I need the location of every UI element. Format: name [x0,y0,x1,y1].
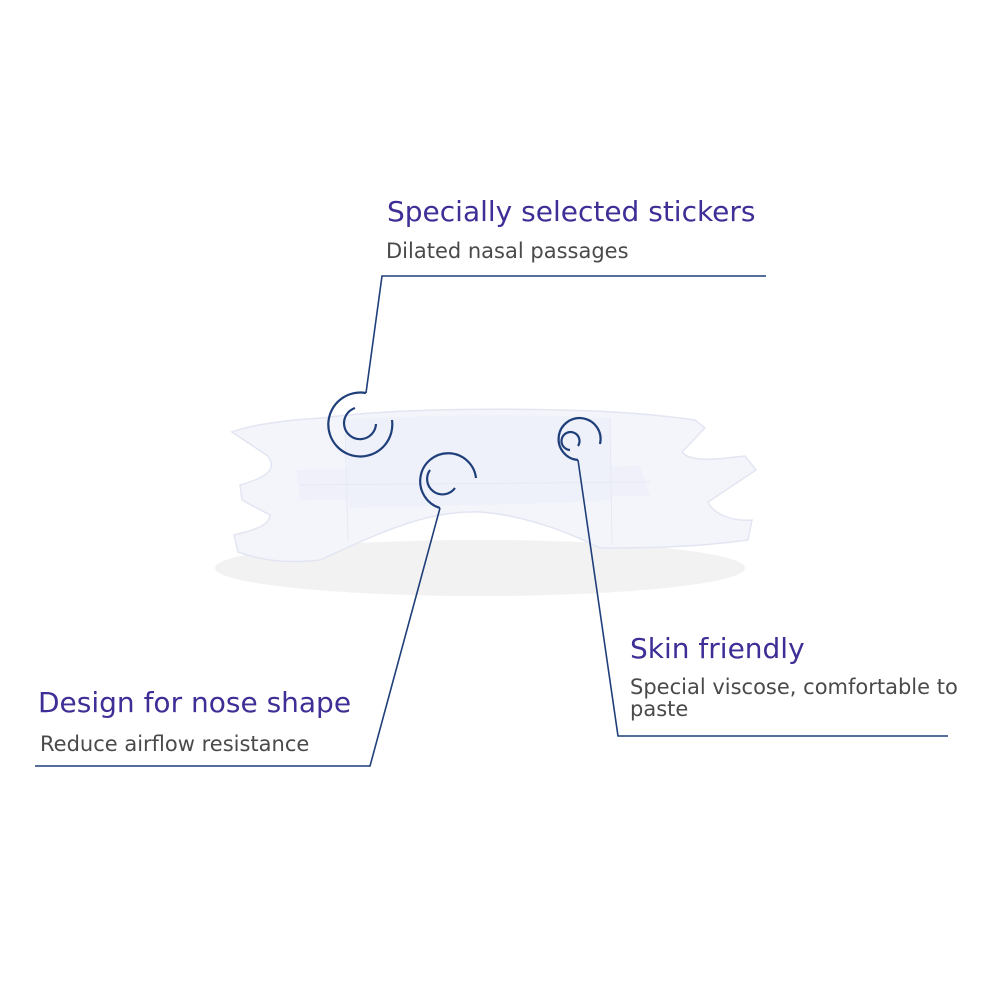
nasal-strip [230,408,758,563]
strip-seam-right [609,417,613,546]
callout-title-top: Specially selected stickers [387,195,756,228]
strip-center-pad [345,415,612,508]
callout-subtitle-right: Special viscose, comfortable to paste [630,675,958,721]
marker-right [557,416,602,462]
callout-title-right: Skin friendly [630,632,805,665]
leader-line-top [365,275,766,394]
strip-seam-left [344,419,349,541]
callout-subtitle-left: Reduce airflow resistance [40,732,310,756]
leader-line-right [577,459,948,737]
strip-seam-mid [299,481,651,486]
marker-left [419,452,478,510]
leader-line-left [35,507,441,767]
marker-top [327,391,394,458]
strip-shadow [215,540,745,596]
callout-title-left: Design for nose shape [38,686,352,719]
callout-subtitle-top: Dilated nasal passages [386,239,629,263]
